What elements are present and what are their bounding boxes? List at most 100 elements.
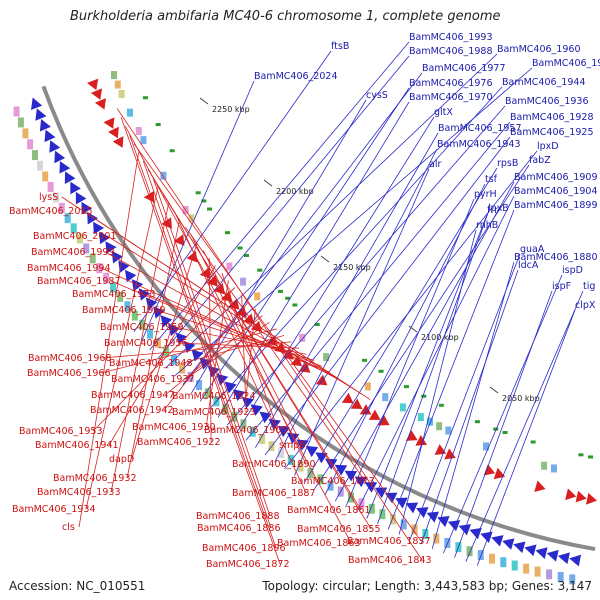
forward-gene-mark (35, 108, 47, 121)
cog-mark (348, 492, 355, 503)
reverse-gene-mark (368, 409, 381, 420)
leader-line (431, 261, 515, 549)
tick-label: 2150 kbp (333, 263, 371, 272)
tick-label: 2050 kbp (502, 394, 540, 403)
cog-mark (433, 533, 440, 544)
gc-mark (493, 427, 499, 431)
cog-mark (147, 328, 154, 339)
cog-mark (390, 514, 397, 525)
gene-label-reverse: smpB (279, 440, 306, 451)
reverse-gene-mark (585, 492, 597, 505)
forward-gene-mark (557, 552, 570, 565)
gc-mark (362, 358, 368, 362)
reverse-gene-mark (483, 464, 496, 476)
gc-mark (292, 303, 298, 307)
forward-gene-mark (250, 404, 263, 416)
gc-mark (314, 323, 320, 327)
gc-mark (438, 403, 444, 407)
cog-mark (500, 557, 507, 568)
gene-label-forward: tsf (485, 174, 498, 185)
gc-mark (169, 149, 175, 153)
cog-mark (89, 253, 96, 264)
cog-mark (103, 272, 110, 283)
gene-label-reverse: BamMC406_1953 (19, 426, 102, 437)
cog-mark (42, 171, 49, 182)
forward-gene-mark (364, 482, 378, 493)
cog-mark (379, 509, 386, 520)
forward-gene-mark (70, 181, 81, 195)
reverse-gene-mark (103, 117, 115, 129)
leader-line (173, 210, 307, 494)
cog-mark (511, 560, 518, 571)
leader-line (120, 117, 281, 565)
forward-gene-mark (39, 119, 51, 132)
cog-mark (187, 371, 194, 382)
forward-gene-mark (93, 221, 104, 235)
leader-line (174, 326, 307, 355)
gc-mark (257, 268, 263, 272)
leader-line (355, 195, 515, 514)
cog-mark (64, 213, 71, 224)
forward-gene-mark (416, 507, 429, 519)
forward-gene-mark (31, 97, 43, 111)
gene-label-reverse: BamMC406_1969 (82, 305, 165, 316)
leader-line (110, 202, 170, 493)
leader-line (100, 267, 338, 379)
gene-label-forward: guaA (520, 244, 545, 255)
cog-mark (297, 461, 304, 472)
cog-mark (17, 117, 24, 128)
reverse-gene-mark (359, 404, 372, 415)
cog-mark (140, 136, 147, 145)
cog-mark (135, 127, 142, 136)
leader-lines (61, 41, 584, 566)
gene-label-reverse: BamMC406_1872 (206, 559, 289, 570)
reverse-gene-mark (94, 98, 107, 110)
cog-mark (22, 128, 29, 139)
forward-gene-mark (259, 411, 272, 424)
forward-gene-mark (49, 140, 61, 153)
gc-mark (502, 431, 508, 435)
cog-mark (58, 202, 65, 213)
gene-label-forward: clpX (575, 300, 596, 311)
gene-label-forward: rnhB (476, 220, 498, 231)
topology-text: Topology: circular; Length: 3,443,583 bp… (262, 579, 592, 593)
cog-mark (569, 574, 576, 585)
leader-line (145, 293, 323, 367)
leader-line (236, 116, 435, 434)
cog-mark (118, 89, 125, 98)
forward-gene-mark (138, 288, 151, 301)
gene-label-reverse: BamMC406_1863 (277, 538, 360, 549)
cog-mark (13, 106, 20, 117)
forward-gene-mark (426, 511, 440, 523)
leader-line (108, 265, 216, 446)
gene-label-forward: rpsB (497, 158, 518, 169)
gene-label-forward: BamMC406_1909 (514, 172, 597, 183)
gc-mark (403, 385, 409, 389)
reverse-gene-mark (565, 488, 577, 501)
cog-mark (483, 442, 490, 451)
tick-label: 2250 kbp (212, 105, 250, 114)
leader-line (245, 121, 511, 441)
gene-labels: ftsBBamMC406_2024BamMC406_1993BamMC406_1… (9, 32, 600, 570)
leader-line (133, 143, 422, 542)
gc-mark (277, 289, 283, 293)
leader-line (304, 167, 498, 483)
leader-line (131, 242, 198, 460)
cog-mark (546, 569, 553, 580)
cog-mark (196, 380, 203, 391)
leader-line (334, 181, 515, 502)
gene-label-forward: BamMC406_1936 (505, 96, 588, 107)
cog-mark (534, 566, 541, 577)
gene-label-reverse: BamMC406_1994 (27, 263, 110, 274)
leader-line (110, 280, 330, 373)
cog-mark (541, 461, 548, 470)
leader-line (184, 321, 270, 380)
gene-label-reverse: BamMC406_1937 (111, 374, 194, 385)
leader-line (420, 269, 519, 545)
gene-label-forward: BamMC406_1925 (510, 127, 593, 138)
accession-text: Accession: NC_010551 (9, 579, 146, 593)
cog-mark (53, 192, 60, 203)
reverse-gene-mark (534, 480, 546, 493)
reverse-gene-mark (199, 267, 211, 279)
forward-gene-mark (105, 241, 117, 254)
